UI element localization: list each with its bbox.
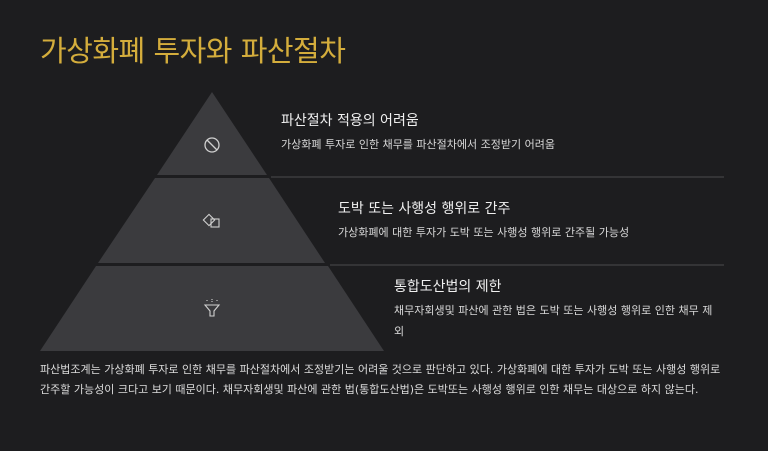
- tier-1-description: 가상화폐 투자로 인한 채무를 파산절차에서 조정받기 어려움: [281, 138, 555, 151]
- pyramid-tier-1: [157, 92, 267, 175]
- tier-3-title: 통합도산법의 제한: [394, 279, 502, 295]
- page-title: 가상화폐 투자와 파산절차: [40, 34, 346, 68]
- summary-paragraph: 파산법조계는 가상화폐 투자로 인한 채무를 파산절차에서 조정받기는 어려울 …: [40, 363, 721, 396]
- pyramid-tier-3: [40, 266, 384, 351]
- funnel-icon: [203, 299, 221, 317]
- tier-3-description: 채무자회생및 파산에 관한 법은 도박 또는 사행성 행위로 인한 채무 제외: [394, 304, 713, 338]
- tier-2-description: 가상화폐에 대한 투자가 도박 또는 사행성 행위로 간주될 가능성: [338, 226, 630, 239]
- prohibited-icon: [204, 137, 220, 153]
- tier-2-title: 도박 또는 사행성 행위로 간주: [338, 201, 511, 217]
- dice-icon: [202, 213, 220, 228]
- tier-1-title: 파산절차 적용의 어려움: [281, 113, 419, 129]
